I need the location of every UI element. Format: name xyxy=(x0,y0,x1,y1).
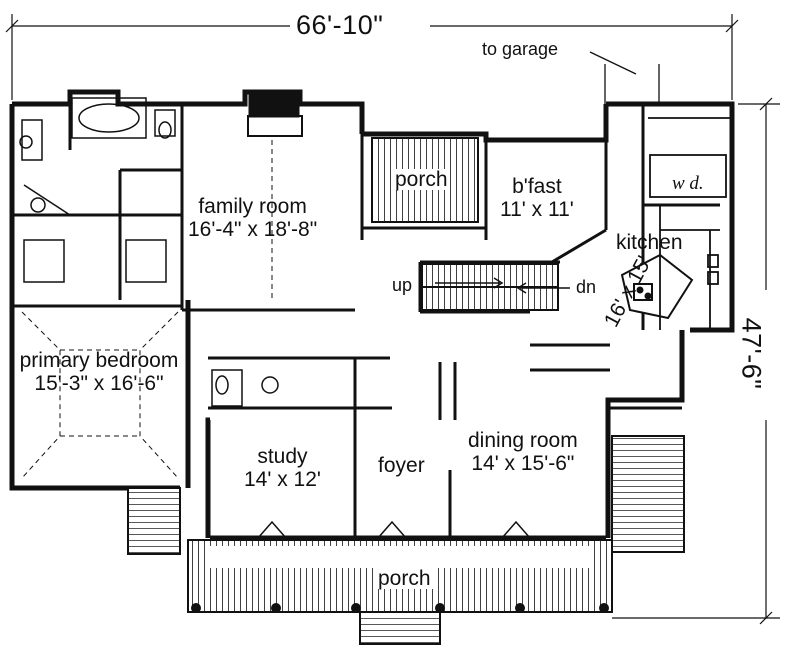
front-doors xyxy=(257,520,531,539)
interior-walls xyxy=(12,104,720,538)
breakfast-label: b'fast 11' x 11' xyxy=(500,176,574,220)
front-porch xyxy=(187,539,613,645)
primary-bedroom-name: primary bedroom xyxy=(19,349,179,372)
depth-dimension-line xyxy=(612,97,780,625)
overall-width-label: 66'-10" xyxy=(296,10,384,40)
overall-depth-label: 47'-6" xyxy=(736,317,767,390)
breakfast-name: b'fast xyxy=(512,175,562,198)
kitchen-island xyxy=(620,253,694,320)
family-room-dims: 16'-4" x 18'-8" xyxy=(188,218,318,241)
right-stoop xyxy=(611,435,685,553)
left-stoop xyxy=(127,487,181,555)
stairs-up-label: up xyxy=(392,275,413,295)
family-room-name: family room xyxy=(198,195,307,218)
to-garage-label: to garage xyxy=(482,39,559,59)
dining-room-name: dining room xyxy=(468,429,578,452)
study-name: study xyxy=(257,445,308,468)
front-porch-label: porch xyxy=(374,568,435,589)
ceiling-lines xyxy=(21,140,273,479)
washer-dryer-label: w d. xyxy=(672,173,704,194)
dining-room-dims: 14' x 15'-6" xyxy=(471,452,575,475)
garage-arrow xyxy=(589,51,660,104)
rear-porch-label: porch xyxy=(393,169,450,190)
primary-bedroom-dims: 15'-3" x 16'-6" xyxy=(34,372,164,395)
fireplace xyxy=(247,90,303,137)
kitchen-name-label: kitchen xyxy=(616,231,683,254)
bath-fixtures xyxy=(19,97,279,407)
stairs-down-label: dn xyxy=(576,277,597,297)
family-room-label: family room 16'-4" x 18'-8" xyxy=(188,196,317,240)
width-dimension-line xyxy=(5,14,739,100)
breakfast-dims: 11' x 11' xyxy=(500,198,574,221)
primary-bedroom-label: primary bedroom 15'-3" x 16'-6" xyxy=(16,350,182,394)
rear-porch-name: porch xyxy=(395,168,448,191)
study-dims: 14' x 12' xyxy=(244,468,321,491)
staircase xyxy=(421,263,570,311)
dining-room-label: dining room 14' x 15'-6" xyxy=(468,430,578,474)
study-label: study 14' x 12' xyxy=(244,446,321,490)
kitchen-counters xyxy=(648,117,732,330)
foyer-label: foyer xyxy=(378,454,425,477)
